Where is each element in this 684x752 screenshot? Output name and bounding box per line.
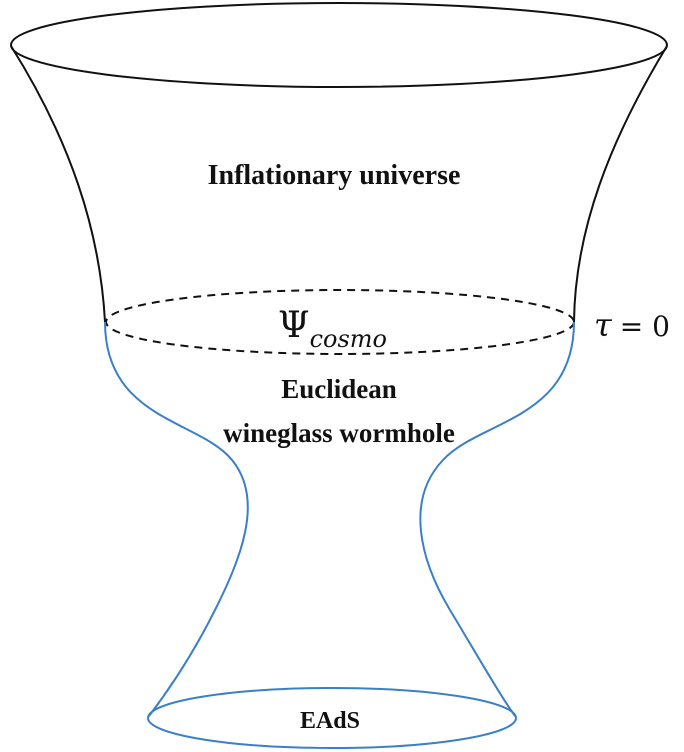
top-rim-ellipse [10, 2, 668, 88]
tau-symbol: τ [594, 306, 613, 344]
psi-subscript: cosmo [310, 325, 387, 353]
inflation-label: Inflationary universe [208, 160, 461, 191]
tau-equals: = 0 [620, 310, 670, 343]
euclidean-label-line1: Euclidean [281, 374, 397, 404]
tau-zero-label: τ= 0 [594, 306, 670, 344]
eads-label: EAdS [300, 708, 360, 734]
inflation-left-wall [10, 45, 106, 323]
euclidean-right-wall [419, 321, 575, 717]
psi-cosmo-label: Ψcosmo [278, 305, 387, 353]
euclidean-left-wall [104, 321, 249, 717]
psi-symbol: Ψ [278, 305, 310, 346]
inflation-right-wall [573, 45, 668, 323]
eads-boundary-ellipse [147, 687, 517, 749]
euclidean-label-line2: wineglass wormhole [223, 418, 455, 448]
